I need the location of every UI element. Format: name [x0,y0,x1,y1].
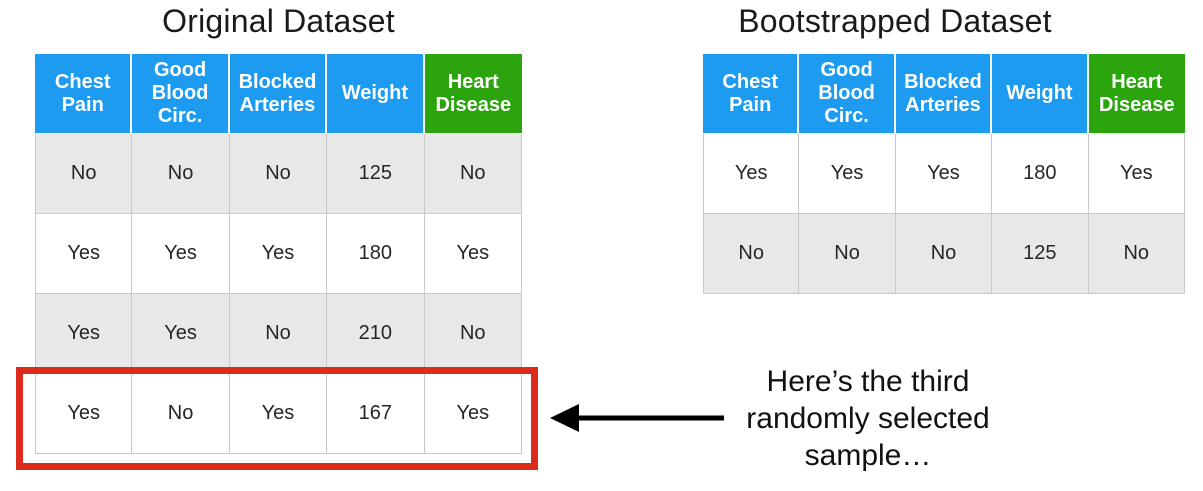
table-cell: Yes [424,214,522,294]
table-cell: No [1088,214,1185,294]
column-header: Good Blood Circ. [132,54,230,134]
table-cell: 210 [327,294,425,374]
table-cell: 180 [992,134,1089,214]
column-header: Heart Disease [1088,54,1185,134]
table-cell: Yes [35,294,133,374]
table-cell: Yes [703,134,800,214]
table-cell: No [799,214,896,294]
table-cell: Yes [132,294,230,374]
table-cell: Yes [1088,134,1185,214]
table-cell: No [132,374,230,454]
column-header: Blocked Arteries [895,54,993,134]
table-cell: Yes [132,214,230,294]
annotation-line: sample… [804,439,932,472]
table-cell: 167 [327,374,425,454]
arrow-left-icon [550,404,724,432]
table-cell: 180 [327,214,425,294]
table-cell: No [424,294,522,374]
original-dataset-title: Original Dataset [162,3,395,39]
table-cell: 125 [327,134,425,214]
column-header: Heart Disease [424,54,522,134]
bootstrapped-dataset-title: Bootstrapped Dataset [738,3,1052,39]
annotation-text: Here’s the third randomly selected sampl… [700,363,1036,474]
table-cell: No [424,134,522,214]
column-header: Chest Pain [703,54,800,134]
table-cell: Yes [229,214,328,294]
table-cell: Yes [424,374,522,454]
column-header: Weight [327,54,425,134]
table-cell: Yes [35,374,133,454]
column-header: Good Blood Circ. [799,54,896,134]
table-cell: No [35,134,133,214]
table-cell: No [229,294,328,374]
table-cell: No [703,214,800,294]
column-header: Chest Pain [35,54,133,134]
column-header: Weight [992,54,1089,134]
table-cell: No [132,134,230,214]
column-header: Blocked Arteries [229,54,328,134]
table-cell: Yes [229,374,328,454]
annotation-line: randomly selected [746,402,990,435]
table-cell: Yes [895,134,993,214]
table-cell: No [895,214,993,294]
table-cell: No [229,134,328,214]
table-cell: 125 [992,214,1089,294]
table-cell: Yes [35,214,133,294]
table-cell: Yes [799,134,896,214]
annotation-line: Here’s the third [766,365,970,398]
